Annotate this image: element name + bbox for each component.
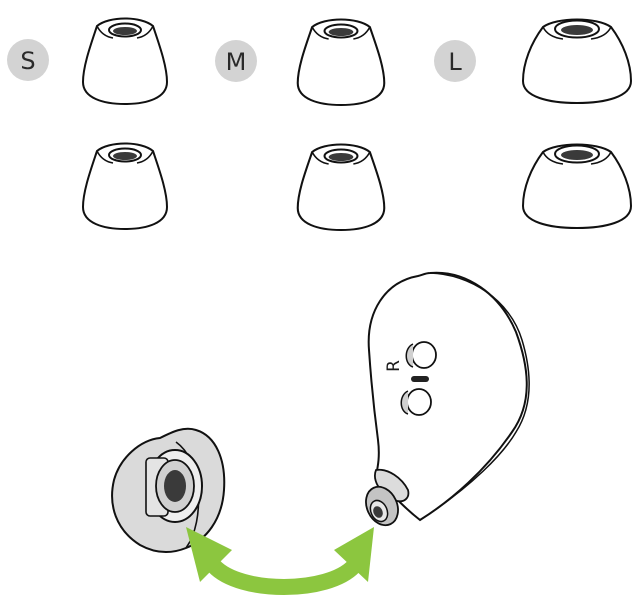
ear-tip-large-icon: [523, 20, 631, 104]
ear-tip-large-top: [523, 20, 631, 104]
size-label-large: L: [448, 48, 462, 76]
ear-tip-medium-bottom: [298, 145, 385, 231]
earbud-side-label: R: [384, 360, 404, 372]
ear-tip-medium-icon: [298, 145, 385, 231]
ear-tip-small-bottom: [83, 144, 167, 230]
size-badge-large: L: [434, 40, 476, 82]
ear-tip-small-top: [83, 19, 167, 105]
ear-tip-medium-icon: [298, 20, 385, 106]
size-badge-medium: M: [215, 40, 257, 82]
ear-tip-medium-top: [298, 20, 385, 106]
size-label-small: S: [20, 47, 35, 75]
detached-ear-tip: [112, 429, 224, 552]
size-badge-small: S: [7, 39, 49, 81]
ear-tip-small-icon: [83, 144, 167, 230]
size-label-medium: M: [226, 48, 247, 76]
ear-tip-large-bottom: [523, 145, 631, 229]
swap-arrow-icon: [186, 527, 374, 587]
earbud-icon: [360, 273, 529, 531]
ear-tip-large-icon: [523, 145, 631, 229]
ear-tip-small-icon: [83, 19, 167, 105]
